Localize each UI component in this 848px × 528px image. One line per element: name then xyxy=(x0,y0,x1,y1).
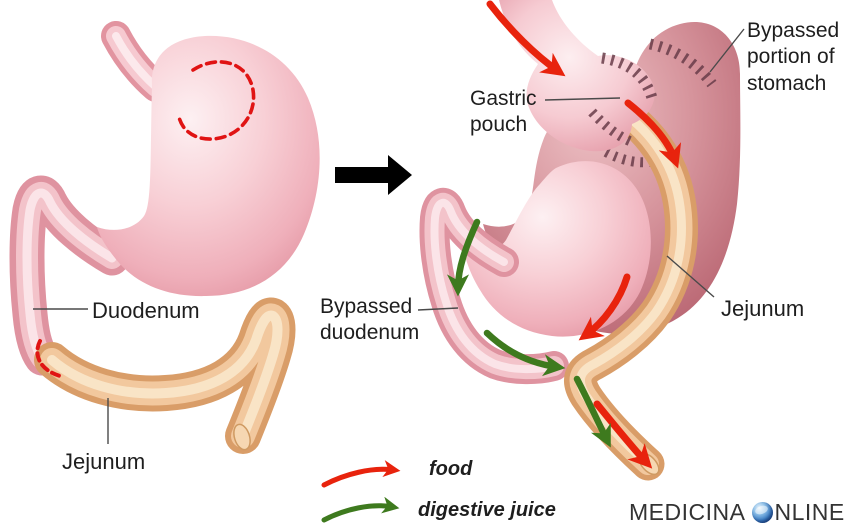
food-arrow-icon xyxy=(321,460,401,488)
legend-digestive-juice-label: digestive juice xyxy=(418,499,556,521)
bypassed-stomach-label: Bypassed portion of stomach xyxy=(747,19,840,95)
incision-dashed xyxy=(35,339,62,378)
watermark-text-before: MEDICINA xyxy=(629,499,746,525)
black-right-arrow-icon xyxy=(335,155,412,195)
jejunum-cut-end xyxy=(233,423,251,451)
stomach-lower-body xyxy=(464,161,651,337)
normal-stomach-figure xyxy=(27,36,320,452)
gastric-pouch-body xyxy=(499,0,655,152)
legend-food-label: food xyxy=(429,458,473,480)
food-flow-arrows xyxy=(486,0,682,469)
bypassed-duodenum-label: Bypassed duodenum xyxy=(320,295,420,345)
watermark-text-after: NLINE xyxy=(774,499,845,525)
leader-lines xyxy=(33,28,745,444)
legend-arrow-icons xyxy=(321,460,401,523)
bypass-figure xyxy=(434,0,741,478)
duodenum-label: Duodenum xyxy=(92,298,200,323)
staple-line-stomach xyxy=(648,38,717,88)
watermark: MEDICINA NLINE xyxy=(629,499,845,526)
staple-line-pouch-bottom xyxy=(588,108,634,147)
pouch-outline-dashed xyxy=(177,60,256,141)
jejunum-label-left: Jejunum xyxy=(62,449,146,474)
stomach-body xyxy=(97,35,320,297)
globe-icon xyxy=(752,502,774,523)
gastric-pouch-label: Gastric pouch xyxy=(470,87,537,137)
digestive-juice-arrow-icon xyxy=(321,496,400,523)
digestive-juice-flow-arrows xyxy=(446,218,611,448)
jejunum-label-right: Jejunum xyxy=(721,296,805,321)
